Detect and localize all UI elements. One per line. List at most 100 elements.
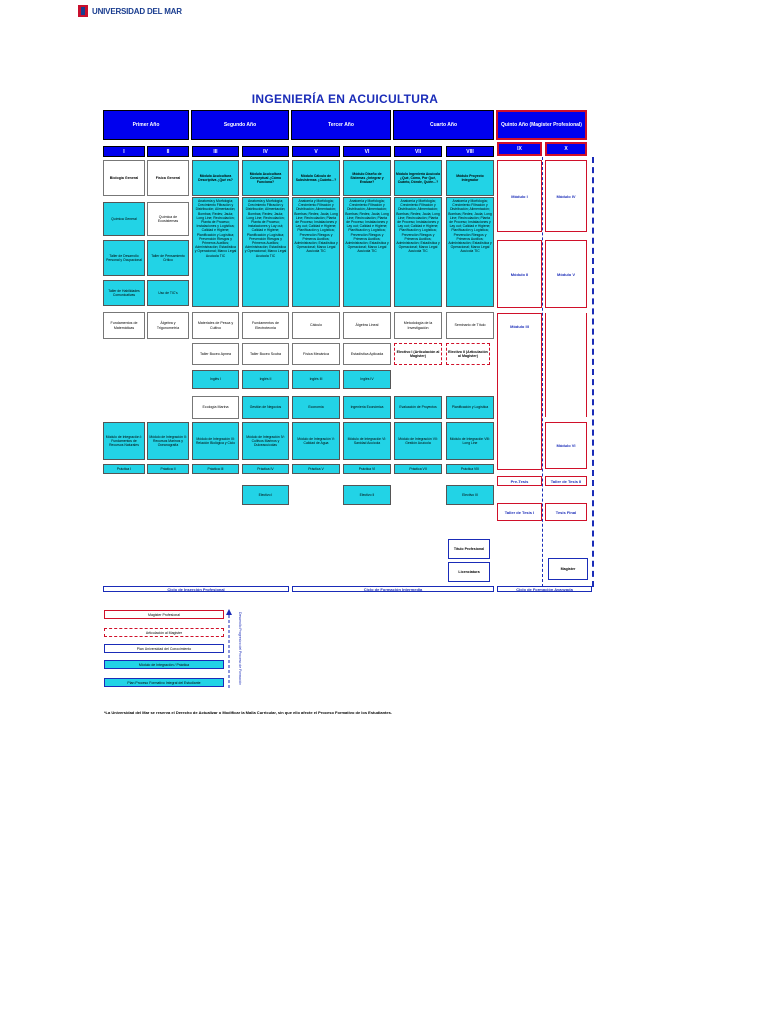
year-header-1: Primer Año [103,110,189,140]
university-logo: UNIVERSIDAD DEL MAR [78,3,182,19]
semester-header-5: V [292,146,340,157]
module-column-border [545,313,587,417]
semester-header-2: II [147,146,189,157]
practice-2: Práctica II [147,464,189,474]
course-economia: Economía [292,396,340,419]
course-quimica-general: Química General [103,202,145,236]
course-fisica-mecanica: Física Mecánica [292,343,340,365]
semester-header-7: VII [394,146,442,157]
legend-proceso-formativo: Plan Proceso Formativo Integral del Estu… [104,678,224,687]
semester-header-6: VI [343,146,391,157]
logo-text: UNIVERSIDAD DEL MAR [92,6,182,16]
degree-licenciatura: Licenciatura [448,562,490,582]
module-content-4: Anatomía y Morfología; Crecimiento Filtr… [242,197,289,307]
course-ingles-4: Inglés IV [343,370,391,389]
integration-module-4: Módulo de Integración IV: Cultivos Marin… [242,422,289,460]
module-6: Módulo VI [545,422,587,469]
module-2: Módulo II [497,240,542,308]
year-header-2: Segundo Año [191,110,289,140]
cycle-intermedia: Ciclo de Formación Intermedia [292,586,494,592]
module-diseno-sistemas: Módulo Diseño de Sistemas ¿Integrar y Ev… [343,160,391,196]
course-taller-desarrollo: Taller de Desarrollo Personal y Ocupacio… [103,240,145,276]
elective-3: Electivo III [446,485,494,505]
practice-8: Práctica VIII [446,464,494,474]
cycle-insercion: Ciclo de Inserción Profesional [103,586,289,592]
module-content-5: Anatomía y Morfología; Crecimiento Filtr… [292,197,340,307]
tesis-final: Tesis Final [545,503,587,521]
integration-module-1: Módulo de Integración I: Fundamentos de … [103,422,145,460]
course-ingles-2: Inglés II [242,370,289,389]
module-5: Módulo V [545,240,587,308]
legend-modulo-integracion: Módulo de Integración / Práctica [104,660,224,669]
elective-2: Electivo II [343,485,391,505]
taller-tesis-1: Taller de Tesis I [497,503,542,521]
practice-1: Práctica I [103,464,145,474]
course-ingles-1: Inglés I [192,370,239,389]
course-algebra-lineal: Álgebra Lineal [343,312,391,339]
course-ecologia-marina: Ecología Marina [192,396,239,419]
module-content-8: Anatomía y Morfología; Crecimiento Filtr… [446,197,494,307]
semester-header-10: X [545,142,587,156]
practice-3: Práctica III [192,464,239,474]
semester-header-1: I [103,146,145,157]
legend-plan-conocimiento: Plan Universidad del Conocimiento [104,644,224,653]
semester-header-9: IX [497,142,542,156]
module-1: Módulo I [497,160,542,232]
module-acuicultura-descriptiva: Módulo Acuicultura Descriptiva ¿Qué es? [192,160,239,196]
page-title: INGENIERÍA EN ACUICULTURA [251,92,439,106]
year-header-5: Quinto Año (Magister Profesional) [496,110,587,140]
course-fisica-general: Física General [147,160,189,196]
module-content-6: Anatomía y Morfología; Crecimiento Filtr… [343,197,391,307]
practice-6: Práctica VI [343,464,391,474]
degree-magister: Magister [548,558,588,580]
year-header-3: Tercer Año [291,110,391,140]
taller-tesis-2: Taller de Tesis II [545,476,587,486]
integration-module-5: Módulo de Integración V: Calidad de Agua [292,422,340,460]
integration-module-6: Módulo de Integración VI: Sanidad Acuíco… [343,422,391,460]
course-planificacion-logistica: Planificación y Logística [446,396,494,419]
pre-tesis: Pre-Tesis [497,476,542,486]
module-4: Módulo IV [545,160,587,232]
module-content-7: Anatomía y Morfología; Crecimiento Filtr… [394,197,442,307]
module-ingenieria-acuicola: Módulo Ingeniería Acuícola ¿Qué, Cómo, P… [394,160,442,196]
course-estadistica-aplicada: Estadística Aplicada [343,343,391,365]
practice-7: Práctica VII [394,464,442,474]
course-calculo: Cálculo [292,312,340,339]
course-ingenieria-economica: Ingeniería Económica [343,396,391,419]
semester-header-8: VIII [446,146,494,157]
year-header-4: Cuarto Año [393,110,494,140]
footnote: *La Universidad del Mar se reserva el De… [104,710,392,715]
course-algebra-trigonometria: Álgebra y Trigonometría [147,312,189,339]
course-fundamentos-electrotecnia: Fundamentos de Electrotecnia [242,312,289,339]
separator-line [592,157,594,587]
separator-line [542,157,543,587]
course-metodologia-investigacion: Metodología de la Investigación [394,312,442,339]
course-biologia-general: Biología General [103,160,145,196]
integration-module-3: Módulo de Integración III: Relación Biol… [192,422,239,460]
module-proyecto-integrador: Módulo Proyecto Integrador [446,160,494,196]
integration-module-8: Módulo de Integración VIII: Long Line [446,422,494,460]
legend-magister: Magister Profesional [104,610,224,619]
course-electivo-1-magister: Electivo I (Articulación al Magister) [394,343,442,365]
logo-mark-icon [78,5,88,17]
integration-module-7: Módulo de Integración VII: Gestión Acuíc… [394,422,442,460]
course-uso-tics: Uso de TIC's [147,280,189,306]
course-materiales-pesca: Materiales de Pesca y Cultivo [192,312,239,339]
degree-titulo-profesional: Título Profesional [448,539,490,559]
course-quimica-ecosistemas: Química de Ecosistemas [147,202,189,236]
module-content-3: Anatomía y Morfología; Crecimiento Filtr… [192,197,239,307]
practice-4: Práctica IV [242,464,289,474]
course-gestion-negocios: Gestión de Negocios [242,396,289,419]
integration-module-2: Módulo de Integración II: Recursos Marin… [147,422,189,460]
course-fundamentos-matematicas: Fundamentos de Matemáticas [103,312,145,339]
progress-arrow-icon [226,609,232,688]
practice-5: Práctica V [292,464,340,474]
module-3: Módulo III [497,313,542,470]
course-taller-buceo-apnea: Taller Buceo Apnea [192,343,239,365]
course-taller-buceo-scuba: Taller Buceo Scuba [242,343,289,365]
legend-articulacion: Articulación al Magister [104,628,224,637]
course-electivo-2-magister: Electivo II (Articulación al Magister) [446,343,490,365]
semester-header-4: IV [242,146,289,157]
semester-header-3: III [192,146,239,157]
course-seminario-titulo: Seminario de Título [446,312,494,339]
